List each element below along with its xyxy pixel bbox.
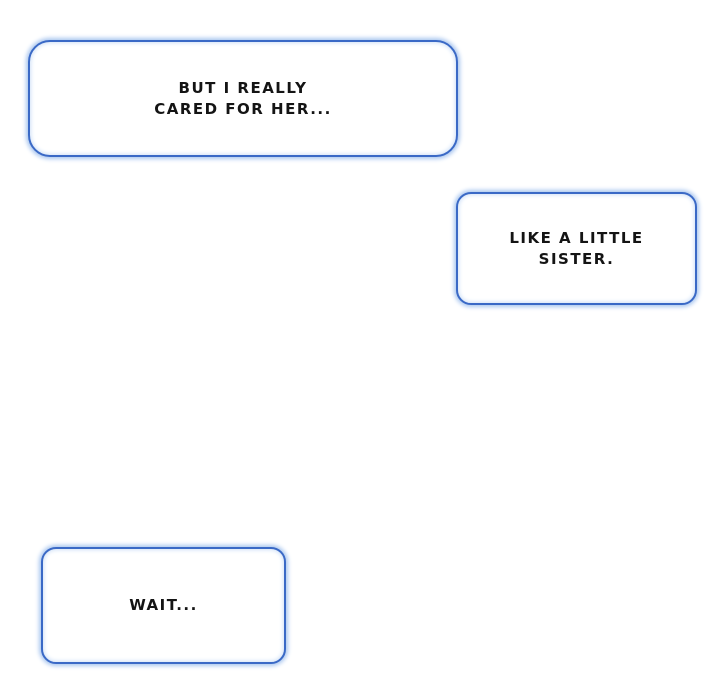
speech-bubble-1: BUT I REALLY CARED FOR HER... (28, 40, 458, 157)
bubble-line: CARED FOR HER... (154, 99, 332, 118)
speech-bubble-3-text: WAIT... (129, 595, 198, 616)
speech-bubble-1-text: BUT I REALLY CARED FOR HER... (154, 78, 332, 120)
bubble-line: LIKE A LITTLE (509, 228, 644, 247)
speech-bubble-2: LIKE A LITTLE SISTER. (456, 192, 697, 305)
speech-bubble-2-text: LIKE A LITTLE SISTER. (509, 228, 643, 270)
speech-bubble-3: WAIT... (41, 547, 286, 664)
bubble-line: BUT I REALLY (178, 78, 308, 97)
bubble-line: WAIT... (129, 596, 198, 614)
bubble-line: SISTER. (538, 249, 615, 268)
